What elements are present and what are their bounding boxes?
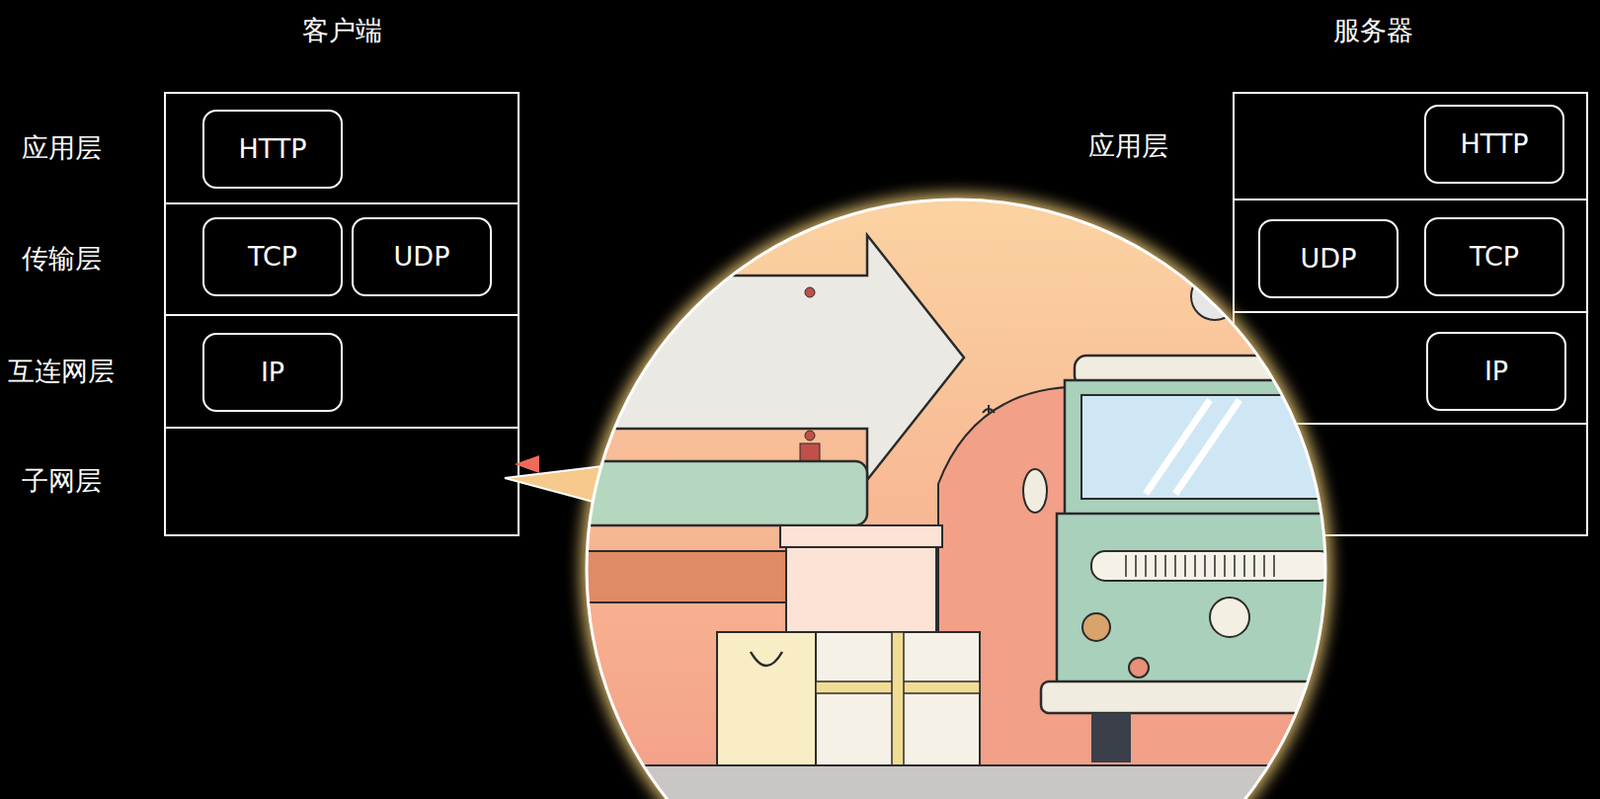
scene: [553, 235, 1363, 799]
headlight: [1209, 597, 1250, 638]
hill: [938, 387, 1344, 771]
protocol-name: HTTP: [238, 133, 307, 165]
badge: [1128, 657, 1149, 678]
layer-band: 传输层TCPUDP: [165, 204, 518, 317]
rivet: [804, 287, 815, 298]
mirror: [1023, 469, 1047, 513]
headlight: [1082, 613, 1111, 641]
layer-label: 子网层: [21, 465, 102, 497]
box: [815, 632, 980, 781]
protocol-name: UDP: [1300, 242, 1358, 275]
bumper: [1040, 681, 1338, 714]
layer-band: 应用层HTTP: [1234, 93, 1587, 201]
title-slot: 客户端: [165, 14, 518, 47]
protocol-box: IP: [202, 332, 343, 412]
layer-label: 应用层: [21, 132, 102, 164]
protocol-name: IP: [260, 356, 285, 389]
protocol-box: HTTP: [1424, 104, 1565, 184]
stack-title: 客户端: [302, 14, 383, 47]
van-cab: [1064, 380, 1332, 519]
protocol-name: HTTP: [1459, 128, 1528, 160]
protocol-box: TCP: [202, 217, 343, 297]
protocol-name: UDP: [394, 240, 451, 273]
small-arrow: [514, 455, 540, 474]
sign: [553, 461, 868, 526]
label-slot: 子网层: [0, 428, 123, 535]
post: [800, 443, 820, 464]
grille: [1091, 551, 1334, 581]
parcel-lid: [780, 525, 943, 548]
glow: [580, 193, 1332, 799]
windshield: [1081, 395, 1329, 499]
label-slot: 传输层: [0, 204, 123, 315]
grille-bars: [1125, 555, 1275, 577]
stack-title: 服务器: [1333, 14, 1414, 47]
protocol-name: IP: [1484, 355, 1509, 388]
label-slot: 互连网层: [0, 316, 123, 427]
bag-smile: [750, 651, 783, 666]
illustration-ground: [586, 199, 1326, 799]
layer-divider: [1232, 422, 1589, 425]
label-slot: 应用层: [1066, 93, 1190, 199]
band: [553, 551, 787, 603]
protocol-name: TCP: [247, 240, 298, 273]
tape: [815, 681, 980, 694]
rivet: [804, 430, 815, 441]
wheel: [1091, 713, 1131, 763]
clock: [1191, 272, 1239, 320]
layer-band: 子网层: [165, 428, 518, 535]
van-body: [1056, 513, 1334, 687]
layer-label: 互连网层: [7, 355, 115, 388]
callout-pointer: [504, 460, 652, 518]
protocol-stack: 客户端应用层HTTP传输层TCPUDP互连网层IP子网层: [163, 91, 520, 537]
protocol-box: TCP: [1424, 217, 1565, 297]
illustration-border: [586, 199, 1326, 799]
road: [553, 765, 1363, 799]
big-arrow: [553, 235, 964, 480]
tape: [891, 632, 904, 781]
van-roof: [1074, 355, 1332, 388]
layer-label: 应用层: [1088, 130, 1169, 162]
layer-label: 传输层: [21, 242, 102, 275]
bird: [982, 404, 995, 413]
glare: [1145, 400, 1240, 494]
layer-band: 互连网层IP: [165, 316, 518, 429]
protocol-box: UDP: [351, 217, 492, 297]
bag: [717, 632, 816, 781]
title-slot: 服务器: [1197, 14, 1549, 47]
protocol-box: HTTP: [202, 109, 343, 189]
protocol-box: UDP: [1258, 219, 1399, 299]
protocol-box: IP: [1426, 331, 1567, 411]
label-slot: 应用层: [0, 93, 123, 203]
parcel: [786, 541, 937, 636]
layer-band: 应用层HTTP: [165, 93, 518, 205]
layer-divider: [1232, 311, 1589, 314]
protocol-stack: 服务器应用层HTTPUDPTCPIP: [1232, 91, 1589, 537]
protocol-name: TCP: [1469, 240, 1520, 273]
